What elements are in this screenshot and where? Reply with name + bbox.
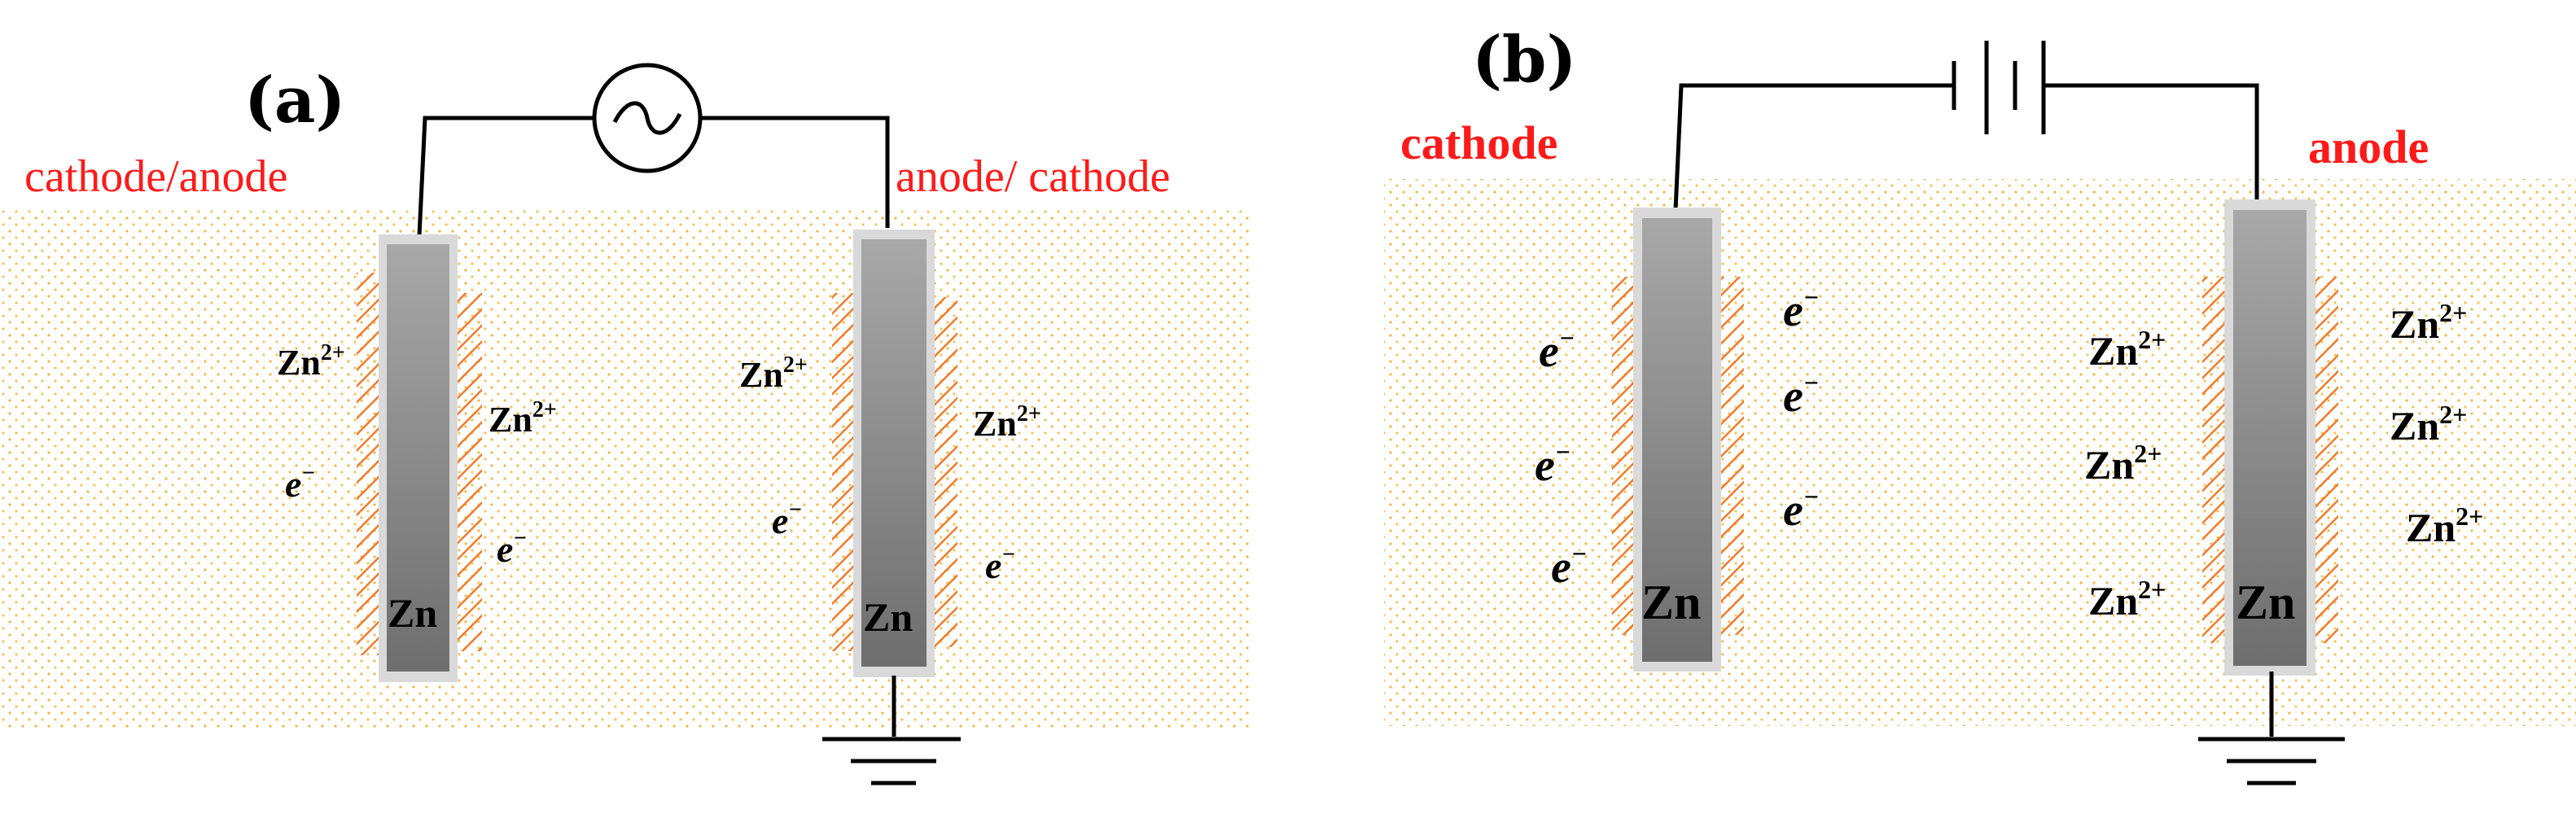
panel-b-label: (b) [1472, 23, 1576, 97]
electron-a2-left: e− [772, 497, 802, 541]
electron-a1-left: e− [285, 461, 315, 505]
zn-label-b2: Zn [2236, 575, 2295, 629]
ion-b2-left-2: Zn2+ [2084, 439, 2162, 488]
coating-left-b1 [1612, 277, 1636, 635]
electron-b1-left-3: e− [1551, 539, 1587, 593]
ion-b2-left-1: Zn2+ [2088, 325, 2166, 374]
left-electrode-role-b: cathode [1400, 116, 1557, 169]
circuit-wire-a [417, 116, 890, 237]
coating-right-b2 [2312, 277, 2338, 643]
zn-electrode-b-left: Zn [1612, 208, 1744, 672]
right-electrode-role-b: anode [2308, 120, 2429, 173]
electron-b1-left-2: e− [1535, 437, 1571, 491]
left-electrode-role-a: cathode/anode [24, 151, 287, 202]
ac-source-icon [592, 63, 703, 173]
zn-electrode-b-right: Zn [2202, 199, 2338, 676]
ion-a2-right: Zn2+ [973, 401, 1041, 444]
electrolyte-b [1384, 179, 2576, 726]
electrolyte-a [0, 208, 1250, 729]
coating-right-a2 [933, 297, 957, 647]
coating-left-a2 [832, 293, 856, 651]
ion-b2-right-1: Zn2+ [2390, 298, 2467, 347]
ion-b2-right-2: Zn2+ [2390, 400, 2467, 449]
electron-b1-left-1: e− [1539, 323, 1575, 377]
electron-b1-right-3: e− [1783, 482, 1819, 536]
battery-icon [1952, 41, 2046, 134]
coating-right-b1 [1718, 277, 1744, 635]
coating-left-b2 [2202, 277, 2227, 643]
ground-icon-b [2198, 672, 2345, 785]
zn-electrode-a-left: Zn [357, 234, 482, 682]
zn-rod-b1 [1642, 218, 1712, 662]
ion-a1-right: Zn2+ [488, 397, 557, 440]
ion-a2-left: Zn2+ [739, 352, 808, 395]
circuit-wire-b [1673, 83, 2259, 211]
ground-icon-a [822, 676, 961, 785]
panel-b: (b) cathode anode Zn e− e− e− e− e− e− [1384, 23, 2576, 785]
right-electrode-role-a: anode/ cathode [896, 151, 1170, 202]
ion-a1-left: Zn2+ [277, 340, 345, 383]
zn-rod-b2 [2233, 210, 2307, 666]
ion-b2-left-3: Zn2+ [2088, 575, 2166, 624]
zn-electrode-a-right: Zn [832, 230, 957, 677]
coating-left-a1 [357, 273, 381, 655]
electron-b1-right-1: e− [1783, 282, 1819, 336]
electron-a1-right: e− [497, 526, 527, 570]
zn-label-a1: Zn [388, 590, 437, 636]
zn-rod-a1 [387, 244, 449, 672]
coating-right-a1 [458, 293, 482, 651]
zn-label-a2: Zn [863, 594, 913, 640]
zn-rod-a2 [861, 239, 927, 667]
electron-b1-right-2: e− [1783, 368, 1819, 422]
panel-a: (a) cathode/anode anode/ cathode Zn Zn2+… [0, 63, 1250, 785]
panel-a-label: (a) [244, 63, 345, 138]
zn-label-b1: Zn [1641, 575, 1701, 629]
electron-a2-right: e− [985, 542, 1015, 586]
ion-b2-right-3: Zn2+ [2406, 501, 2483, 550]
